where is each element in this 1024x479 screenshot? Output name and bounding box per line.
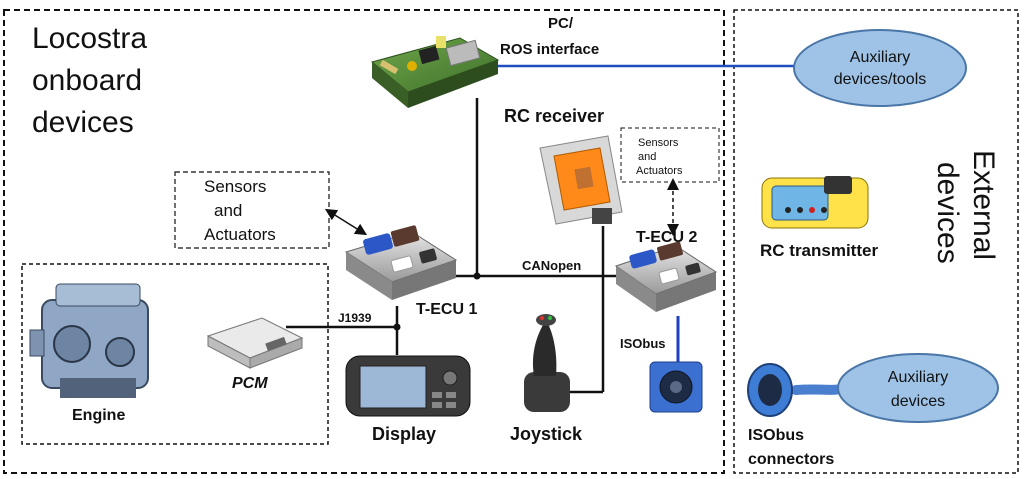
- aux-devices-ellipse: [837, 353, 999, 423]
- sensors-left-line2: and: [214, 201, 242, 220]
- rc-transmitter-label: RC transmitter: [760, 241, 878, 260]
- engine-group-frame: [21, 263, 329, 445]
- aux-tools-line1: Auxiliary: [850, 49, 910, 66]
- sensors-right-line3: Actuators: [636, 165, 683, 177]
- sensors-left-line1: Sensors: [204, 177, 266, 196]
- aux-tools-ellipse: [793, 29, 967, 107]
- tecu2-label: T-ECU 2: [636, 229, 697, 246]
- tecu2-icon: [614, 241, 718, 312]
- bus-junction: [473, 272, 481, 280]
- sensors-left-arrow: [324, 208, 368, 236]
- onboard-region-frame: [3, 9, 725, 474]
- sensors-right-line1: Sensors: [638, 137, 679, 149]
- isobus-socket-icon: [649, 361, 703, 413]
- aux-devices-line1: Auxiliary: [888, 369, 948, 386]
- isobus-connectors-line2: connectors: [748, 451, 834, 468]
- sensors-right-frame: [620, 127, 720, 183]
- sensors-left-line3: Actuators: [204, 225, 276, 244]
- external-title-line2: devices: [931, 162, 964, 264]
- aux-tools-line2: devices/tools: [834, 71, 927, 88]
- joystick-icon: [524, 314, 570, 412]
- rc-receiver-icon: [539, 135, 623, 225]
- rc-receiver-label: RC receiver: [504, 106, 604, 126]
- pc-label-line1: PC/: [548, 15, 574, 32]
- external-title: External devices: [931, 150, 1000, 264]
- display-label: Display: [372, 424, 436, 444]
- tecu1-label: T-ECU 1: [416, 301, 477, 318]
- engine-icon: [29, 283, 149, 398]
- tecu1-icon: [344, 225, 458, 300]
- pcm-icon: [206, 317, 304, 369]
- joystick-label: Joystick: [510, 424, 583, 444]
- canopen-label: CANopen: [522, 258, 581, 273]
- pcm-label: PCM: [232, 375, 268, 392]
- pc-board-icon: [370, 36, 500, 108]
- onboard-title-line1: Locostra: [32, 22, 147, 55]
- onboard-title-line3: devices: [32, 106, 134, 139]
- pc-label-line2: ROS interface: [500, 41, 599, 58]
- onboard-title-line2: onboard: [32, 64, 142, 97]
- external-title-line1: External: [967, 150, 1000, 260]
- isobus-connectors-line1: ISObus: [748, 427, 804, 444]
- engine-label: Engine: [72, 407, 125, 424]
- aux-devices-line2: devices: [891, 393, 945, 410]
- j1939-label: J1939: [338, 311, 372, 325]
- sensors-right-line2: and: [638, 151, 656, 163]
- rc-transmitter-icon: [761, 176, 869, 229]
- isobus-label: ISObus: [620, 336, 666, 351]
- j1939-junction: [393, 323, 401, 331]
- display-icon: [345, 355, 471, 417]
- external-region-frame: [733, 9, 1019, 474]
- isobus-connector-icon: [747, 363, 851, 417]
